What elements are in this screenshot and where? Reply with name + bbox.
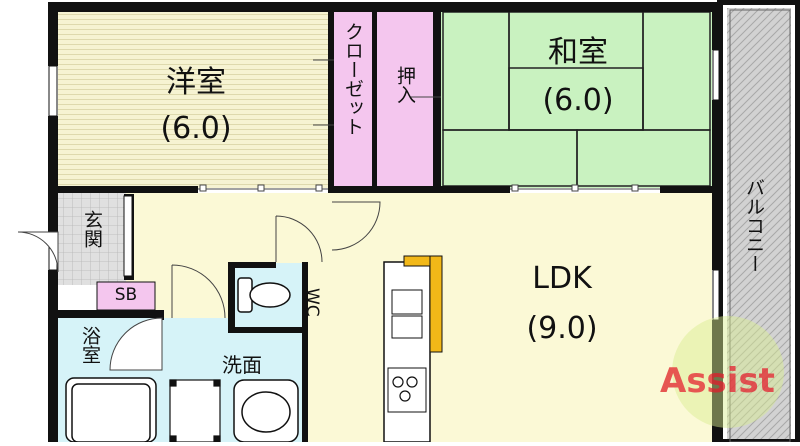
balcony-label: バルコニー xyxy=(743,178,765,273)
shoe-rack xyxy=(123,195,133,277)
ldk-size: (9.0) xyxy=(526,311,597,346)
japanese-room-size: (6.0) xyxy=(542,83,613,118)
western-room-label: 洋室 xyxy=(166,65,226,100)
oshiire-label: 押入 xyxy=(394,66,416,104)
walls xyxy=(48,2,720,442)
washroom-label: 洗面 xyxy=(222,353,262,377)
assist-logo: Assist xyxy=(660,316,784,428)
japanese-room-label: 和室 xyxy=(548,35,608,70)
entrance-floor xyxy=(58,193,126,285)
watermark-text: Assist xyxy=(660,361,775,401)
closet-label: クローゼット xyxy=(342,22,364,136)
bath-label: 浴室 xyxy=(79,326,101,364)
oshiire-area xyxy=(377,10,433,188)
western-room-floor xyxy=(58,10,334,188)
entrance-label: 玄関 xyxy=(81,210,103,248)
ldk-label: LDK xyxy=(532,261,593,296)
shoe-box-label: SB xyxy=(115,285,137,305)
western-room-size: (6.0) xyxy=(160,111,231,146)
shoe-box xyxy=(96,281,156,311)
door-swings xyxy=(17,201,381,371)
closet-area xyxy=(334,10,372,188)
toilet-fixture xyxy=(237,277,291,313)
japanese-room-floor xyxy=(441,10,712,188)
kitchen-counter xyxy=(383,255,443,443)
washing-machine-space xyxy=(169,379,221,443)
sliding-doors xyxy=(198,59,660,192)
wash-basin xyxy=(233,379,299,443)
toilet-label: WC xyxy=(302,288,322,317)
bathtub xyxy=(65,377,157,443)
